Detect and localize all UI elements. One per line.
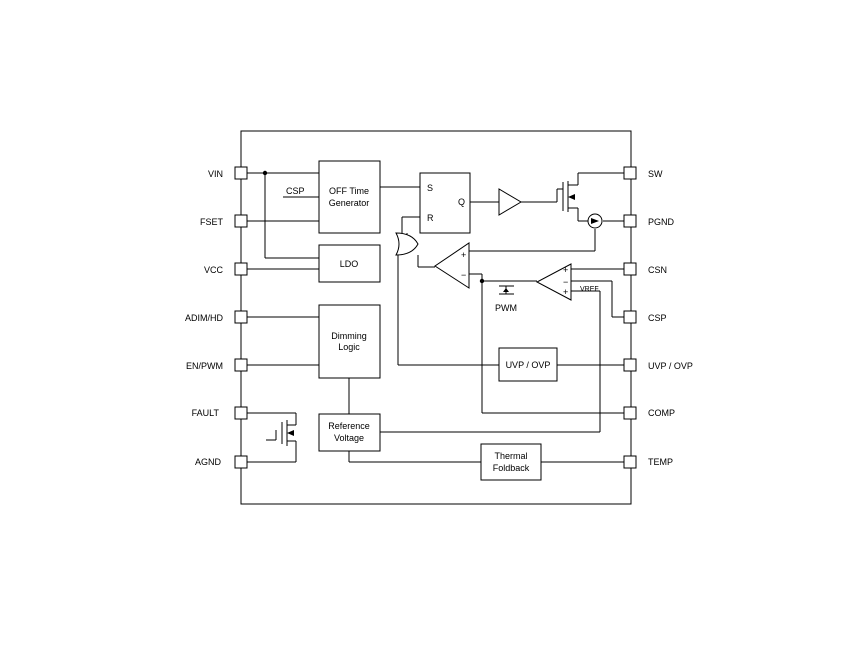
label-csp: CSP — [648, 313, 667, 323]
sr-latch-block — [419, 172, 471, 234]
pin-vcc — [234, 262, 248, 276]
label-vin: VIN — [208, 169, 223, 179]
current-comp-minus: − — [461, 270, 466, 280]
ldo-label: LDO — [340, 259, 359, 269]
pin-sw — [623, 166, 637, 180]
reference-line2: Voltage — [334, 433, 364, 443]
uvp-ovp-block — [498, 347, 558, 382]
pin-adim-hd — [234, 310, 248, 324]
off-time-generator-block — [318, 160, 381, 234]
thermal-line1: Thermal — [494, 451, 527, 461]
pin-comp — [623, 406, 637, 420]
label-vcc: VCC — [204, 265, 224, 275]
dimming-line1: Dimming — [331, 331, 367, 341]
error-amp-plus-1: + — [563, 265, 568, 275]
pin-csn — [623, 262, 637, 276]
csp-inner-label: CSP — [286, 186, 305, 196]
pin-en-pwm — [234, 358, 248, 372]
latch-q-label: Q — [458, 197, 465, 207]
pin-csp — [623, 310, 637, 324]
pin-agnd — [234, 455, 248, 469]
error-amp-minus: − — [563, 277, 568, 287]
current-sense-arrow-icon — [591, 218, 599, 224]
pin-uvp-ovp — [623, 358, 637, 372]
uvp-ovp-block-label: UVP / OVP — [506, 360, 551, 370]
ldo-block — [318, 244, 381, 283]
pin-pgnd — [623, 214, 637, 228]
label-sw: SW — [648, 169, 663, 179]
reference-line1: Reference — [328, 421, 370, 431]
reference-voltage-block — [318, 413, 381, 452]
label-temp: TEMP — [648, 457, 673, 467]
gate-driver-buffer-icon — [498, 188, 522, 216]
label-uvp-ovp: UVP / OVP — [648, 361, 693, 371]
error-amp-plus-2: + — [563, 287, 568, 297]
thermal-foldback-block — [480, 443, 542, 481]
vadj-label: VREF — [580, 286, 599, 293]
thermal-line2: Foldback — [493, 463, 530, 473]
label-en-pwm: EN/PWM — [186, 361, 223, 371]
vin-junction-dot — [262, 170, 268, 176]
label-fault: FAULT — [192, 408, 220, 418]
dimming-logic-block — [318, 304, 381, 379]
latch-s-label: S — [427, 183, 433, 193]
label-agnd: AGND — [195, 457, 222, 467]
pin-fault — [234, 406, 248, 420]
pwm-switch-arrow-icon — [503, 288, 509, 292]
off-time-line2: Generator — [329, 198, 370, 208]
pin-fset — [234, 214, 248, 228]
latch-r-label: R — [427, 213, 434, 223]
mosfet-arrow-icon — [568, 194, 575, 200]
label-csn: CSN — [648, 265, 667, 275]
csn-junction-dot — [479, 278, 485, 284]
label-comp: COMP — [648, 408, 675, 418]
or-gate-icon — [395, 232, 419, 256]
current-comp-plus: + — [461, 250, 466, 260]
pin-vin — [234, 166, 248, 180]
dimming-line2: Logic — [338, 342, 360, 352]
error-amplifier-icon — [535, 263, 572, 301]
current-comparator-icon — [434, 242, 470, 289]
wires — [247, 172, 624, 463]
pin-temp — [623, 455, 637, 469]
label-pgnd: PGND — [648, 217, 675, 227]
off-time-line1: OFF Time — [329, 186, 369, 196]
pwm-label: PWM — [495, 303, 517, 313]
label-fset: FSET — [200, 217, 224, 227]
label-adim-hd: ADIM/HD — [185, 313, 224, 323]
fault-mosfet-arrow-icon — [287, 430, 294, 436]
